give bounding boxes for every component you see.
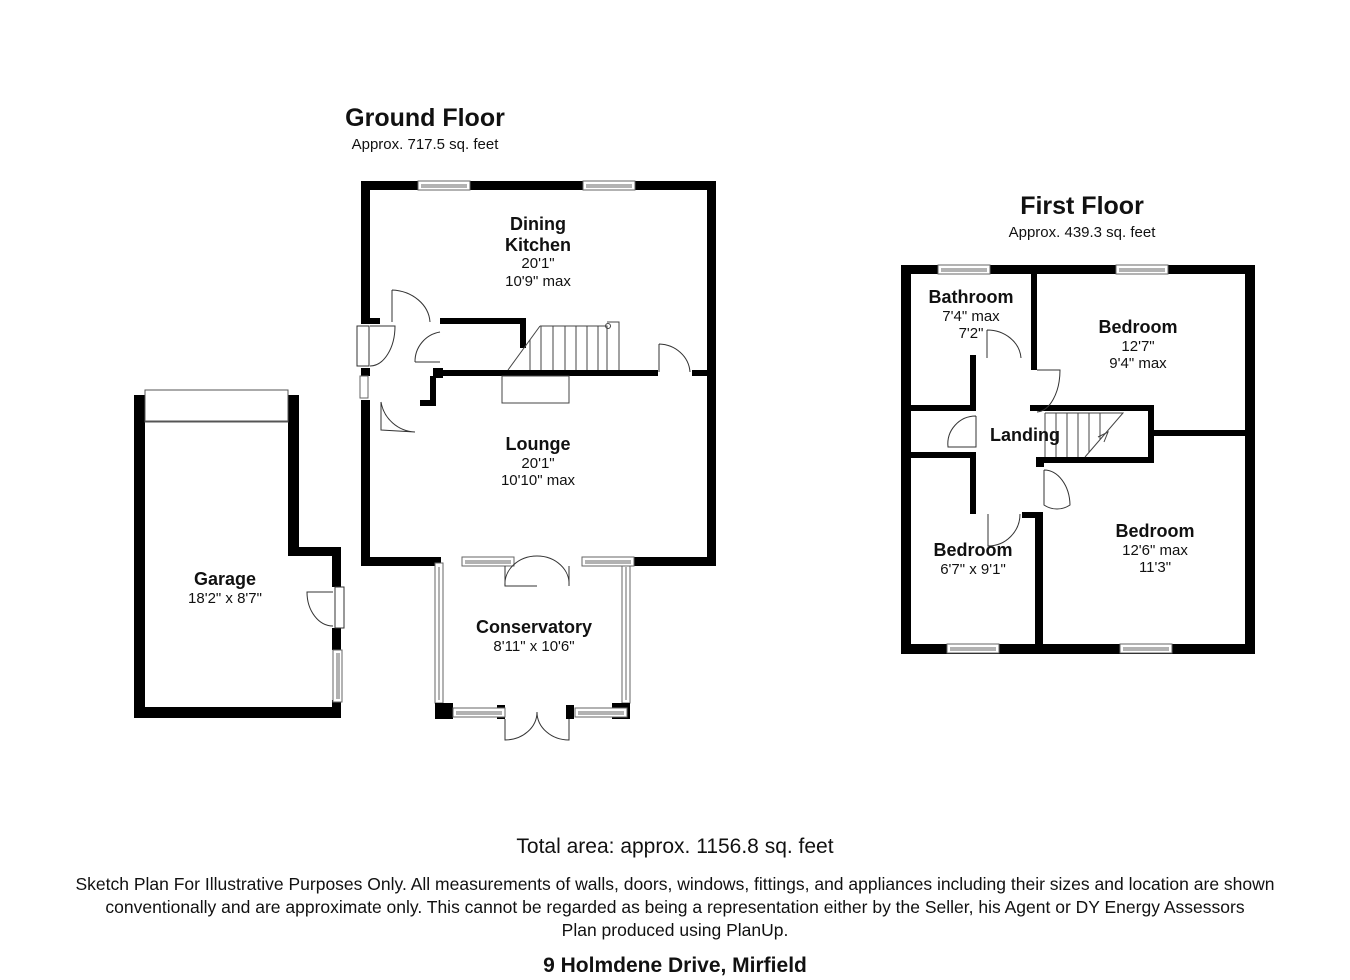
room-landing: Landing bbox=[975, 425, 1075, 446]
room-bedroom-2: Bedroom 6'7" x 9'1" bbox=[913, 540, 1033, 578]
room-bedroom-3: Bedroom 12'6" max 11'3" bbox=[1085, 521, 1225, 576]
room-name: Landing bbox=[990, 425, 1060, 445]
garage-door-icon bbox=[144, 389, 289, 423]
room-name: Lounge bbox=[505, 434, 571, 454]
first-floor-doors-icon bbox=[947, 329, 1071, 547]
room-dimension: 12'6" max bbox=[1122, 541, 1188, 559]
window-icon bbox=[1119, 643, 1173, 654]
room-dimension: 6'7" x 9'1" bbox=[940, 560, 1006, 578]
window-icon bbox=[574, 707, 628, 718]
staircase-icon bbox=[1044, 412, 1125, 458]
room-name: Conservatory bbox=[475, 617, 593, 637]
room-name: Bathroom bbox=[928, 287, 1014, 307]
room-dimension: 10'9" max bbox=[505, 272, 571, 290]
room-dimension: 10'10" max bbox=[500, 471, 576, 489]
disclaimer: Sketch Plan For Illustrative Purposes On… bbox=[0, 873, 1350, 942]
ground-floor-area: Approx. 717.5 sq. feet bbox=[351, 136, 499, 153]
disclaimer-line: Sketch Plan For Illustrative Purposes On… bbox=[75, 874, 1275, 894]
disclaimer-line: Plan produced using PlanUp. bbox=[561, 920, 789, 940]
window-icon bbox=[937, 264, 991, 275]
total-area: Total area: approx. 1156.8 sq. feet bbox=[516, 835, 834, 858]
ground-floor-walls bbox=[361, 181, 716, 566]
window-icon bbox=[332, 649, 343, 703]
room-dimension: 11'3" bbox=[1138, 558, 1172, 576]
room-name: Bedroom bbox=[1115, 521, 1195, 541]
room-conservatory: Conservatory 8'11" x 10'6" bbox=[454, 617, 614, 655]
room-name: Dining bbox=[510, 214, 566, 234]
room-bedroom-1: Bedroom 12'7" 9'4" max bbox=[1068, 317, 1208, 372]
first-floor-walls bbox=[901, 265, 1255, 654]
window-icon bbox=[452, 707, 506, 718]
room-dimension: 8'11" x 10'6" bbox=[493, 637, 575, 655]
room-dimension: 12'7" bbox=[1121, 337, 1155, 355]
room-dimension: 18'2" x 8'7" bbox=[188, 589, 262, 607]
room-dining-kitchen: Dining Kitchen 20'1" 10'9" max bbox=[458, 214, 618, 290]
room-name: Bedroom bbox=[933, 540, 1013, 560]
french-doors-icon bbox=[504, 555, 570, 741]
room-name: Kitchen bbox=[504, 234, 571, 255]
room-dimension: 20'1" bbox=[521, 454, 555, 472]
disclaimer-line: conventionally and are approximate only.… bbox=[105, 897, 1245, 917]
window-icon bbox=[581, 556, 635, 567]
first-floor-title: First Floor bbox=[1020, 192, 1144, 220]
room-bathroom: Bathroom 7'4" max 7'2" bbox=[911, 287, 1031, 342]
room-dimension: 7'4" max bbox=[942, 307, 1000, 325]
room-lounge: Lounge 20'1" 10'10" max bbox=[458, 434, 618, 489]
window-icon bbox=[417, 180, 471, 191]
room-dimension: 20'1" bbox=[521, 255, 555, 273]
window-icon bbox=[582, 180, 636, 191]
window-icon bbox=[1115, 264, 1169, 275]
front-door-icon bbox=[356, 289, 691, 433]
window-icon bbox=[461, 556, 515, 567]
ground-floor-title: Ground Floor bbox=[345, 104, 505, 132]
room-name: Garage bbox=[193, 569, 257, 589]
garage-walls bbox=[134, 395, 341, 718]
room-dimension: 7'2" bbox=[958, 324, 984, 342]
room-name: Bedroom bbox=[1098, 317, 1178, 337]
garage-side-door-icon bbox=[306, 586, 345, 629]
room-dimension: 9'4" max bbox=[1109, 354, 1167, 372]
first-floor-area: Approx. 439.3 sq. feet bbox=[1008, 224, 1156, 241]
window-icon bbox=[946, 643, 1000, 654]
room-garage: Garage 18'2" x 8'7" bbox=[145, 569, 305, 607]
property-address: 9 Holmdene Drive, Mirfield bbox=[543, 954, 807, 977]
staircase-icon bbox=[501, 321, 620, 404]
